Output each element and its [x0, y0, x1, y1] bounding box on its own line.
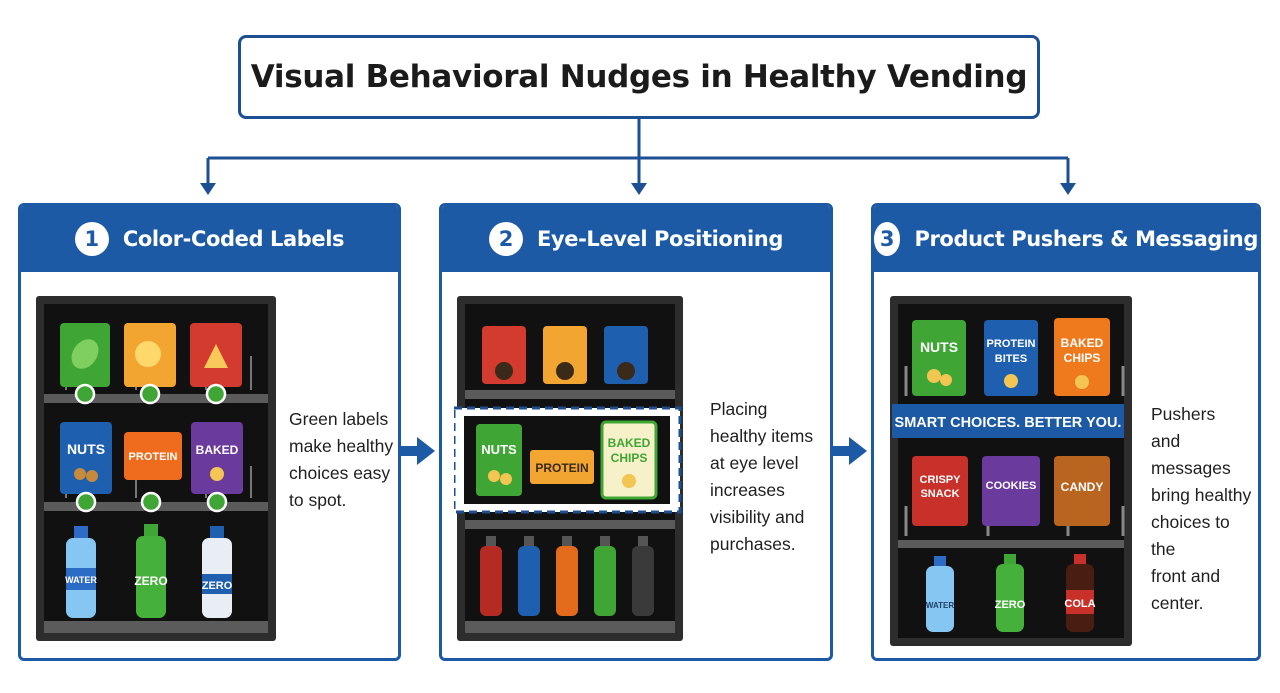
- bottle-cola: [1066, 554, 1094, 632]
- green-label-dot: [139, 383, 161, 405]
- snack-nuts-bag: [912, 320, 966, 396]
- product-label: CHIPS: [611, 451, 648, 465]
- vending-machine-illustration: NUTS PROTEIN BAKED WATER ZERO ZERO: [36, 296, 276, 641]
- snack-cookies-bag: [982, 456, 1040, 526]
- panel-color-coded-labels: 1 Color-Coded Labels: [18, 203, 401, 661]
- snack-cookie-bag: [604, 326, 648, 384]
- arrow-down-1: [200, 183, 216, 195]
- green-label-dot: [140, 491, 162, 513]
- panel-title: Product Pushers & Messaging: [914, 227, 1258, 251]
- panel-header: 3 Product Pushers & Messaging: [874, 206, 1258, 272]
- panel-header: 1 Color-Coded Labels: [21, 206, 398, 272]
- product-label: BAKED: [1061, 336, 1104, 350]
- snack-orange-bag: [543, 326, 587, 384]
- step-number-badge: 2: [489, 222, 523, 256]
- panel-product-pushers-messaging: 3 Product Pushers & Messaging NUTS PROTE…: [871, 203, 1261, 661]
- arrow-right-2: [833, 437, 867, 465]
- step-number-badge: 1: [74, 222, 109, 256]
- product-label: PROTEIN: [535, 461, 588, 475]
- diagram-title-box: Visual Behavioral Nudges in Healthy Vend…: [238, 35, 1040, 119]
- product-label: COOKIES: [986, 480, 1037, 492]
- panel-description: Pushers and messages bring healthy choic…: [1151, 404, 1252, 613]
- panel-eye-level-positioning: 2 Eye-Level Positioning NUTS PROTEIN BAK…: [439, 203, 833, 661]
- snack-baked-chips-bag: [600, 420, 658, 500]
- panel-title: Color-Coded Labels: [122, 227, 345, 251]
- diagram-title: Visual Behavioral Nudges in Healthy Vend…: [250, 59, 1028, 95]
- product-label: ZERO: [134, 574, 167, 588]
- vending-machine-illustration: NUTS PROTEIN BAKED CHIPS: [454, 296, 683, 641]
- snack-protein-bar: [530, 450, 594, 484]
- panel-header: 2 Eye-Level Positioning: [442, 206, 830, 272]
- snack-protein-bar: [124, 432, 182, 480]
- vending-machine-illustration: NUTS PROTEIN BITES BAKED CHIPS SMART CHO…: [890, 296, 1132, 646]
- green-label-dot: [75, 491, 97, 513]
- arrow-down-2: [631, 183, 647, 195]
- banner-text: SMART CHOICES. BETTER YOU.: [895, 415, 1122, 431]
- arrow-right-1: [401, 437, 435, 465]
- snack-nuts-bag: [476, 424, 522, 496]
- snack-protein-bites-bag: [984, 320, 1038, 396]
- product-label: ZERO: [995, 599, 1026, 611]
- snack-baked-chips-bag: [1054, 318, 1110, 396]
- panel-description: Green labels make healthy choices easy t…: [289, 409, 394, 510]
- snack-nachos-bag: [190, 323, 242, 387]
- product-label: NUTS: [67, 441, 105, 457]
- soda-bottles: [480, 536, 654, 616]
- green-label-dot: [205, 383, 227, 405]
- snack-crispy-bag: [912, 456, 968, 526]
- product-label: ZERO: [202, 580, 233, 592]
- message-banner: [892, 404, 1124, 438]
- product-label: CRISPY: [920, 474, 962, 486]
- snack-red-bag: [482, 326, 526, 384]
- snack-leaf-bag: [60, 323, 110, 387]
- panel-description: Placing healthy items at eye level incre…: [710, 399, 814, 554]
- product-label: WATER: [65, 575, 97, 585]
- snack-nuts-bag: [60, 422, 112, 494]
- arrow-down-3: [1060, 183, 1076, 195]
- product-label: PROTEIN: [987, 338, 1036, 350]
- product-label: BITES: [995, 353, 1027, 365]
- snack-chips-bag: [124, 323, 176, 387]
- product-label: NUTS: [920, 339, 958, 355]
- product-label: BAKED: [608, 436, 651, 450]
- product-label: SNACK: [920, 488, 959, 500]
- snack-baked-bag: [191, 422, 243, 494]
- bottle-zero-green: [136, 524, 166, 618]
- product-label: PROTEIN: [129, 451, 178, 463]
- product-label: BAKED: [196, 443, 239, 457]
- bottle-zero-clear: [202, 526, 232, 618]
- product-label: CHIPS: [1064, 351, 1101, 365]
- product-label: COLA: [1064, 598, 1095, 610]
- panel-title: Eye-Level Positioning: [537, 227, 783, 251]
- bottle-water: [66, 526, 96, 618]
- bottle-water: [926, 556, 954, 632]
- bottle-zero: [996, 554, 1024, 632]
- green-label-dot: [74, 383, 96, 405]
- product-label: CANDY: [1061, 480, 1104, 494]
- snack-candy-bag: [1054, 456, 1110, 526]
- product-label: WATER: [926, 601, 955, 610]
- product-label: NUTS: [481, 442, 517, 457]
- step-number-badge: 3: [874, 222, 901, 256]
- green-label-dot: [206, 491, 228, 513]
